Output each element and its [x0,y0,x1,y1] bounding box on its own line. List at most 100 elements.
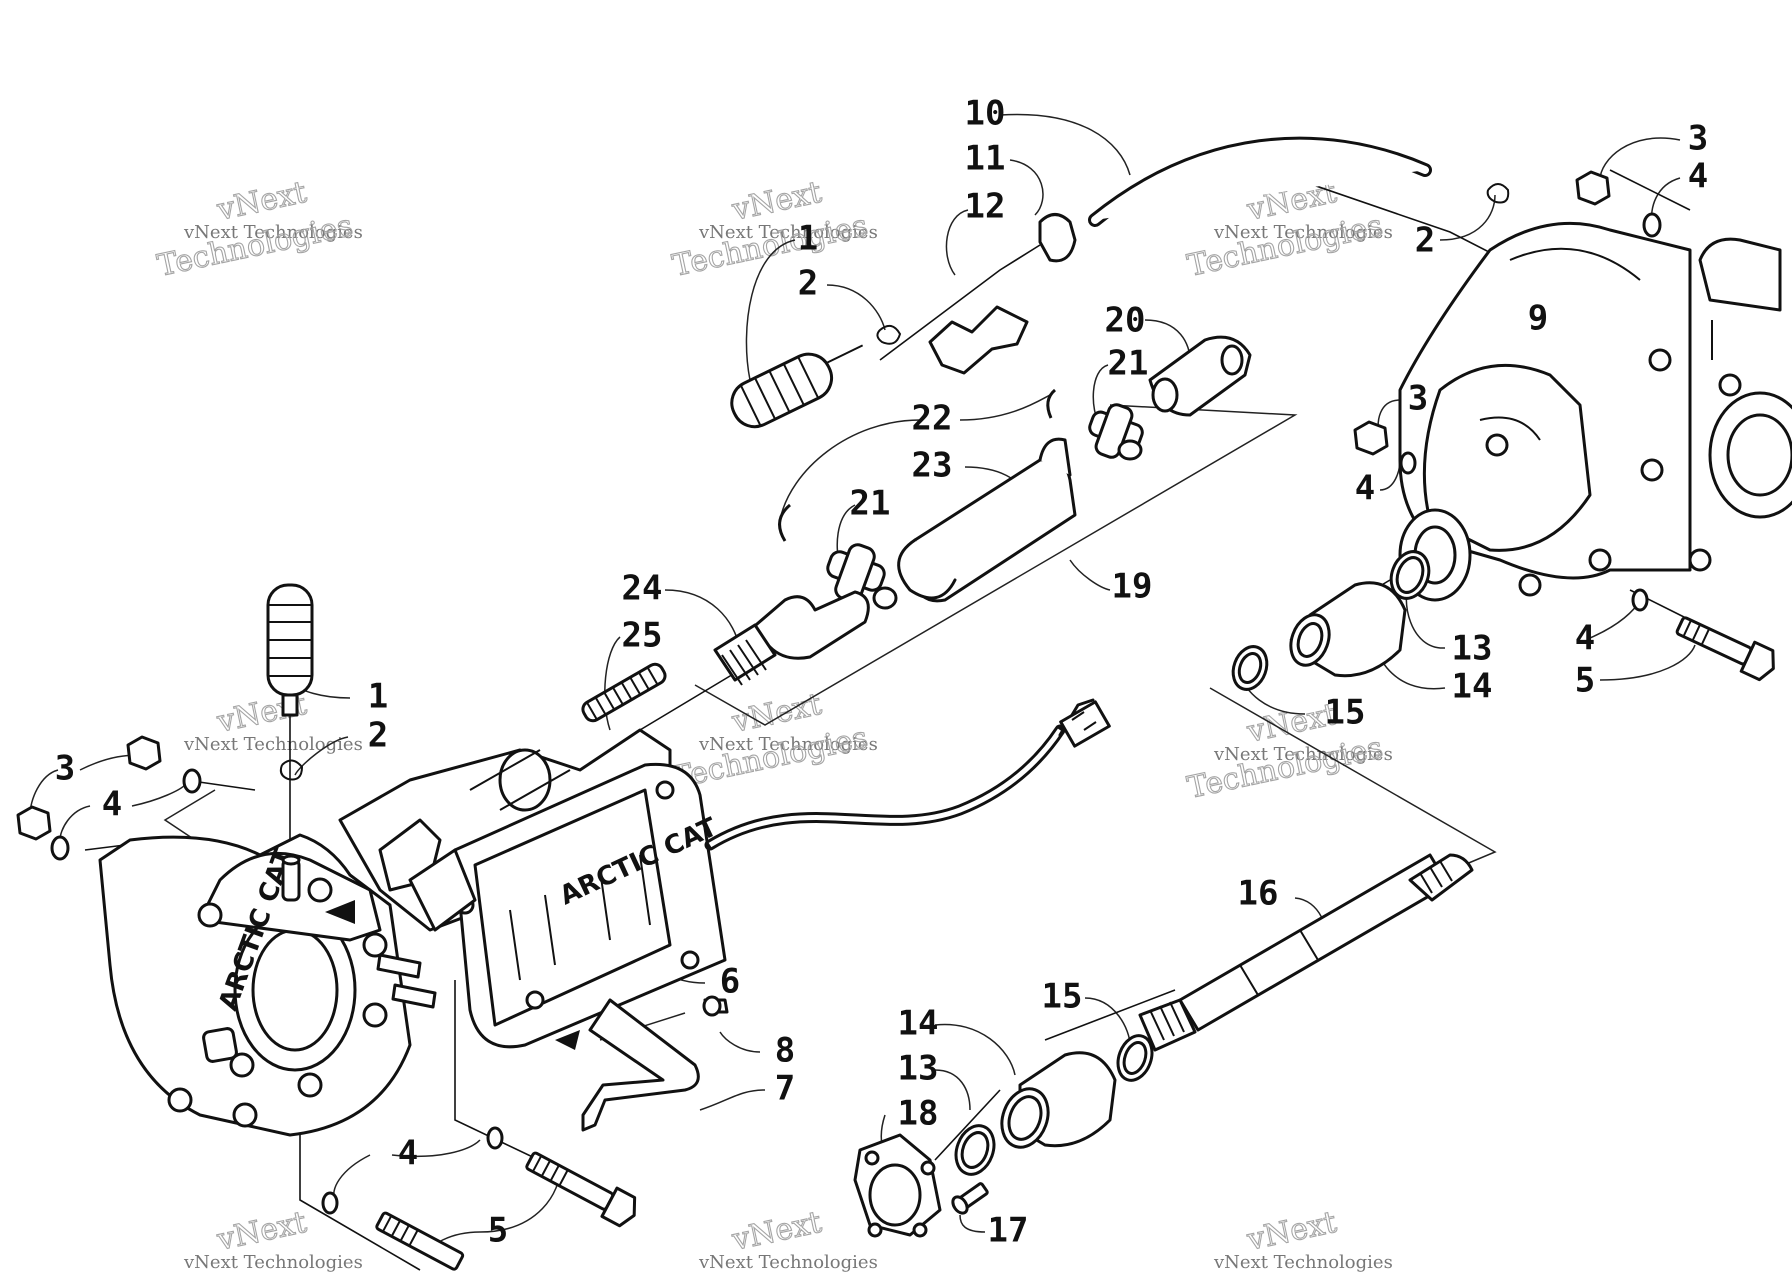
callout-3-top-right: 3 [1688,119,1708,159]
callout-4-top-right: 4 [1688,157,1708,197]
callout-22: 22 [912,399,953,439]
hose-clip-right [1486,183,1510,204]
callout-5-lower: 5 [488,1211,508,1251]
washer-lower-b [321,1191,339,1215]
hose-clip-left [279,759,304,781]
callout-10: 10 [965,94,1006,134]
washer-right-low [1631,588,1649,612]
watermark: vNext Technologies vNext Technologies [154,174,363,284]
svg-text:vNext Technologies: vNext Technologies [698,1252,878,1273]
callout-4-right-lower: 4 [1575,619,1595,659]
control-module: ARCTIC CAT [408,762,727,1049]
callout-19: 19 [1112,567,1153,607]
callout-4-left: 4 [102,785,122,825]
svg-text:vNext Technologies: vNext Technologies [1213,1252,1393,1273]
callout-2-top: 2 [798,264,818,304]
callout-14-right: 14 [1452,667,1493,707]
callout-21-lower: 21 [850,484,891,524]
washer-left-lower [50,835,70,861]
watermark: vNext Technologies vNext [698,1204,878,1273]
nut-right-top [1575,170,1611,206]
right-fasteners [1353,170,1775,682]
callout-1-top: 1 [798,219,818,259]
front-gear-case: ARCTIC CAT [98,833,437,1137]
callout-12: 12 [965,187,1006,227]
snap-ring-lower [778,503,792,542]
washer-left-upper [182,768,202,794]
callout-9: 9 [1528,299,1548,339]
callout-4-right: 4 [1355,469,1375,509]
nut-left-lower [16,805,52,841]
callout-23: 23 [912,446,953,486]
axle-shaft [1138,853,1474,1052]
rear-gear-case [1398,221,1792,602]
cable-fitting [928,305,1029,375]
callout-2-left: 2 [368,716,388,756]
bolt-lower-b [375,1211,465,1271]
snap-ring-upper [1046,388,1057,419]
callout-3-left: 3 [55,749,75,789]
left-fasteners [16,583,637,1271]
callout-13-lower: 13 [898,1049,939,1089]
svg-text:vNext Technologies: vNext Technologies [183,222,363,243]
callout-25: 25 [622,616,663,656]
bolt-right [1675,616,1775,682]
right-boot-assembly [1231,550,1431,691]
callout-2-top-right: 2 [1415,221,1435,261]
bearing-housing-18 [853,1133,942,1238]
callout-11: 11 [965,139,1006,179]
callout-14-lower: 14 [898,1004,939,1044]
u-joint-lower [826,543,898,610]
callout-20: 20 [1105,301,1146,341]
callout-17: 17 [988,1211,1029,1251]
callouts: 10 11 12 1 2 2 3 4 9 20 21 22 23 21 19 2… [55,94,1708,1251]
drive-shaft-tube [897,437,1077,603]
svg-text:vNext Technologies: vNext Technologies [183,1252,363,1273]
callout-21-upper: 21 [1108,344,1149,384]
hose-clip-upper [876,324,902,345]
svg-text:vNext Technologies: vNext Technologies [698,222,878,243]
callout-5-right: 5 [1575,661,1595,701]
u-joint-upper [1088,403,1144,461]
watermark: vNext Technologies vNext Technologies [669,686,878,796]
callout-15-lower: 15 [1042,977,1083,1017]
callout-6: 6 [720,962,740,1002]
wire-harness [704,698,1111,851]
rubber-boot-upper [730,344,864,429]
spring [581,662,667,723]
boot-right-14 [1289,581,1407,678]
output-yoke [713,590,870,686]
mounting-bracket [555,995,729,1132]
svg-text:vNext Technologies: vNext Technologies [183,734,363,755]
svg-text:vNext Technologies: vNext Technologies [1213,222,1393,243]
callout-8: 8 [775,1031,795,1071]
callout-4-lower: 4 [398,1134,418,1174]
watermark: vNext Technologies vNext [1213,1204,1393,1273]
callout-7: 7 [775,1069,795,1109]
svg-text:vNext: vNext [728,1205,824,1258]
bolt-lower-a [525,1151,637,1228]
callout-3-right: 3 [1408,379,1428,419]
screw-17 [951,1182,989,1215]
lower-boot-assembly [853,1034,1154,1238]
washer-right-top [1642,212,1662,238]
nut-left-upper [126,735,162,771]
washer-lower-a [486,1126,504,1150]
callout-1-left: 1 [368,677,388,717]
callout-18: 18 [898,1094,939,1134]
watermark: vNext Technologies vNext Technologies [669,174,878,284]
cable-assembly [730,136,1432,429]
callout-15-right: 15 [1325,693,1366,733]
rubber-boot-left [266,583,314,717]
cable-clamp [1038,213,1077,263]
watermark: vNext Technologies vNext [183,1204,363,1273]
svg-text:vNext: vNext [1243,1205,1339,1258]
boot-lower-14 [1000,1051,1117,1149]
callout-13-right: 13 [1452,629,1493,669]
svg-text:vNext: vNext [213,1205,309,1258]
svg-text:vNext Technologies: vNext Technologies [698,734,878,755]
drive-shaft-assembly [581,335,1252,723]
washer-right-mid [1399,451,1417,475]
svg-text:vNext Technologies: vNext Technologies [1213,744,1393,765]
